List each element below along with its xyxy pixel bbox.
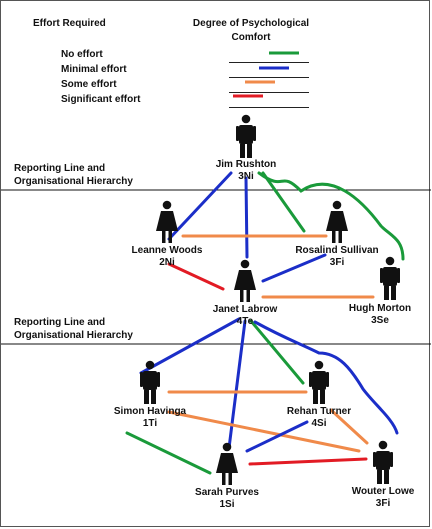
legend-comfort-header-line1: Degree of Psychological xyxy=(192,18,310,29)
relationship-edge-janet-sarah xyxy=(227,319,247,450)
section-label-line1: Reporting Line and xyxy=(14,317,106,328)
person-type-wouter: 3Fi xyxy=(375,498,391,509)
person-type-sarah: 1Si xyxy=(219,499,235,510)
relationship-edge-jim-rosalind xyxy=(261,171,306,233)
person-name-wouter: Wouter Lowe xyxy=(351,486,415,497)
person-type-rosalind: 3Fi xyxy=(329,257,345,268)
relationship-edge-rehan-sarah xyxy=(245,420,309,453)
person-name-janet: Janet Labrow xyxy=(212,304,278,315)
person-name-rosalind: Rosalind Sullivan xyxy=(295,245,379,256)
relationship-edge-jim-leanne xyxy=(167,171,233,241)
legend-divider xyxy=(229,77,309,78)
female-person-icon-rosalind xyxy=(326,200,348,243)
relationship-edge-simon-wouter xyxy=(167,410,361,453)
relationship-edge-janet-wouter xyxy=(253,320,399,435)
legend-effort-header: Effort Required xyxy=(33,18,106,29)
relationship-edge-rehan-wouter xyxy=(329,408,369,445)
relationship-edge-jim-hugh xyxy=(257,171,405,261)
legend-item-no-effort: No effort xyxy=(61,49,103,60)
legend-divider xyxy=(229,62,309,63)
person-name-leanne: Leanne Woods xyxy=(131,245,203,256)
person-name-simon: Simon Havinga xyxy=(113,406,187,417)
person-type-janet: 4Te xyxy=(236,316,254,327)
male-person-icon-hugh xyxy=(380,256,400,300)
male-person-icon-rehan xyxy=(309,360,329,404)
person-name-rehan: Rehan Turner xyxy=(286,406,352,417)
relationship-edge-jim-janet xyxy=(244,176,249,259)
section-label-line2: Organisational Hierarchy xyxy=(14,330,133,341)
legend-divider xyxy=(229,92,309,93)
relationship-edge-simon-sarah xyxy=(125,431,212,475)
person-type-rehan: 4Si xyxy=(311,418,327,429)
person-type-leanne: 2Ni xyxy=(159,257,175,268)
male-person-icon-wouter xyxy=(373,440,393,484)
female-person-icon-sarah xyxy=(216,442,238,485)
legend-item-significant-effort: Significant effort xyxy=(61,94,141,105)
legend-item-some-effort: Some effort xyxy=(61,79,117,90)
relationship-edge-sarah-wouter xyxy=(248,457,368,466)
legend-divider xyxy=(229,107,309,108)
male-person-icon-jim xyxy=(236,114,256,158)
relationship-edge-leanne-janet xyxy=(167,262,225,291)
legend-comfort-header-line2: Comfort xyxy=(231,32,271,43)
section-label-line2: Organisational Hierarchy xyxy=(14,176,133,187)
person-figures xyxy=(140,114,400,485)
legend-item-minimal-effort: Minimal effort xyxy=(61,64,127,75)
relationship-edge-janet-rosalind xyxy=(261,253,327,283)
relationship-edge-janet-rehan xyxy=(249,319,305,385)
relationship-edges xyxy=(125,171,405,475)
person-name-jim: Jim Rushton xyxy=(215,159,277,170)
person-type-hugh: 3Se xyxy=(371,315,389,326)
person-name-sarah: Sarah Purves xyxy=(195,487,259,498)
relationship-edge-janet-simon xyxy=(139,317,241,375)
person-type-simon: 1Ti xyxy=(142,418,158,429)
legend-swatches xyxy=(233,51,299,98)
female-person-icon-janet xyxy=(234,259,256,302)
section-label-line1: Reporting Line and xyxy=(14,163,106,174)
female-person-icon-leanne xyxy=(156,200,178,243)
person-type-jim: 3Ni xyxy=(238,171,254,182)
person-name-hugh: Hugh Morton xyxy=(348,303,412,314)
male-person-icon-simon xyxy=(140,360,160,404)
